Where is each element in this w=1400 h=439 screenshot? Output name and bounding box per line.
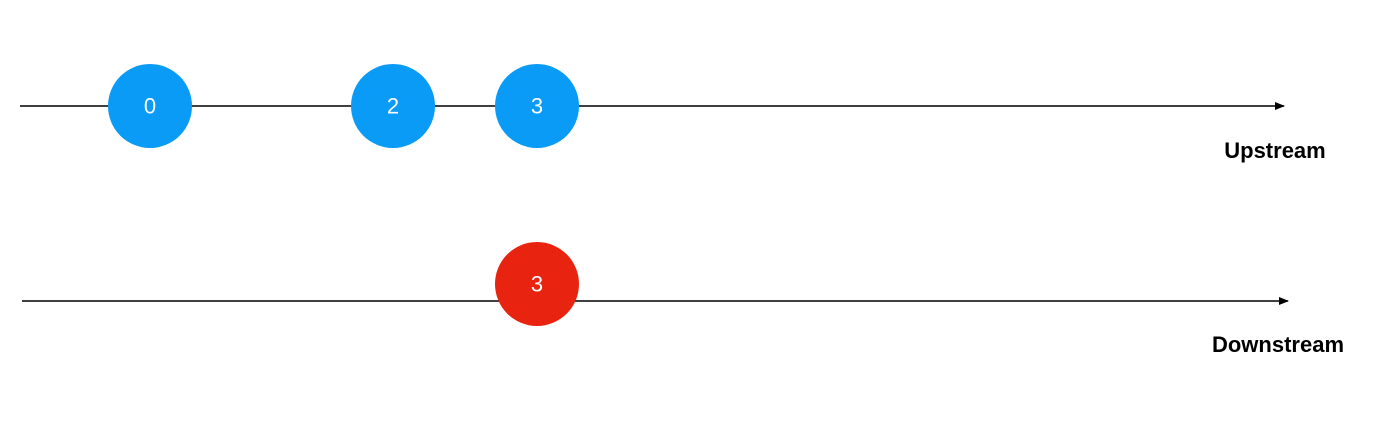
downstream-marble: 3 — [495, 242, 579, 326]
upstream-timeline: 0 2 3 Upstream — [20, 64, 1326, 163]
upstream-marble: 3 — [495, 64, 579, 148]
upstream-label: Upstream — [1224, 138, 1325, 163]
marble-value: 0 — [144, 94, 156, 119]
downstream-timeline: 3 Downstream — [22, 242, 1344, 357]
marble-value: 3 — [531, 272, 543, 297]
marble-value: 2 — [387, 94, 399, 119]
upstream-marble: 2 — [351, 64, 435, 148]
marble-value: 3 — [531, 94, 543, 119]
upstream-marble: 0 — [108, 64, 192, 148]
downstream-label: Downstream — [1212, 332, 1344, 357]
